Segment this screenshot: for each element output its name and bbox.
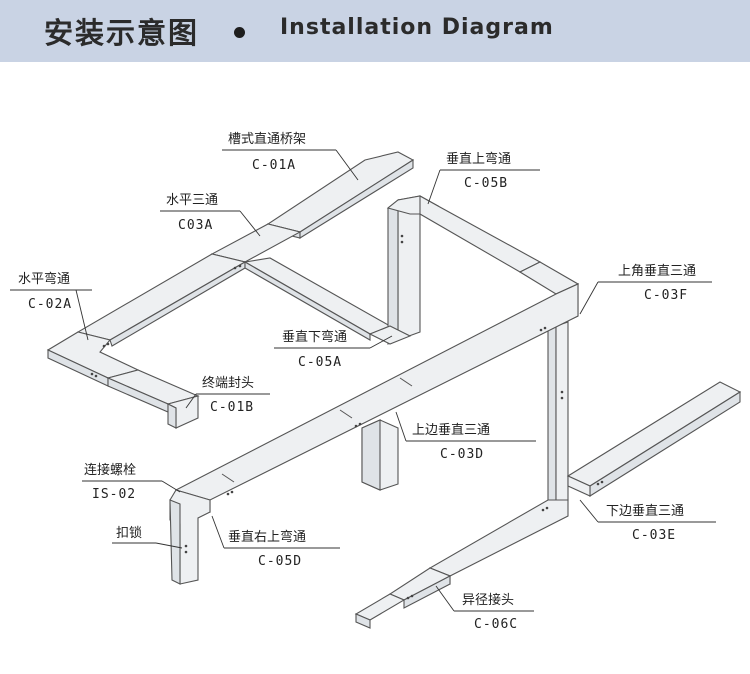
tray-lower-run [428,499,569,585]
label-c06c-code: C-06C [474,617,519,632]
label-c03e-code: C-03E [632,528,677,543]
label-c03d-name: 上边垂直三通 [412,423,491,438]
bullet-dot-icon [234,27,245,38]
label-c01a-code: C-01A [252,158,297,173]
label-c01a-name: 槽式直通桥架 [228,132,307,147]
title-chinese: 安装示意图 [44,16,200,50]
label-c03d-code: C-03D [440,447,485,462]
label-c03-name: 水平三通 [166,193,219,208]
label-c05d-name: 垂直右上弯通 [228,530,307,545]
tray-branch-right [243,257,392,341]
tray-drop-tee [361,419,399,491]
tray-top-run [419,195,580,295]
label-c01b-code: C-01B [210,400,255,415]
label-c03-code: C03A [178,218,214,233]
label-is02-code: IS-02 [92,487,137,502]
header-banner: 安装示意图 Installation Diagram [0,0,750,62]
label-c02a-name: 水平弯通 [18,272,71,287]
label-c05d-code: C-05D [258,554,303,569]
label-c05b-code: C-05B [464,176,509,191]
label-c02a-code: C-02A [28,297,73,312]
label-c05a-name: 垂直下弯通 [282,330,348,345]
bolt-dots [90,234,604,600]
tray-left-run [76,253,247,347]
label-c06c-name: 异径接头 [462,593,515,608]
label-c01b-name: 终端封头 [202,376,255,391]
label-c05a-code: C-05A [298,355,343,370]
label-c03e-name: 下边垂直三通 [606,504,685,519]
label-c03f-code: C-03F [644,288,689,303]
tray-end-cap [166,395,199,429]
label-lock-name: 扣锁 [116,526,143,541]
leader-lines [10,149,716,612]
tray-right-up-elbow [169,489,211,585]
label-c03f-name: 上角垂直三通 [618,264,697,279]
title-english: Installation Diagram [280,15,554,40]
tray-lower-branch [566,381,742,497]
tray-reducer [354,567,452,629]
label-c05b-name: 垂直上弯通 [446,152,512,167]
label-is02-name: 连接螺栓 [84,463,137,478]
tray-joints [221,377,413,483]
